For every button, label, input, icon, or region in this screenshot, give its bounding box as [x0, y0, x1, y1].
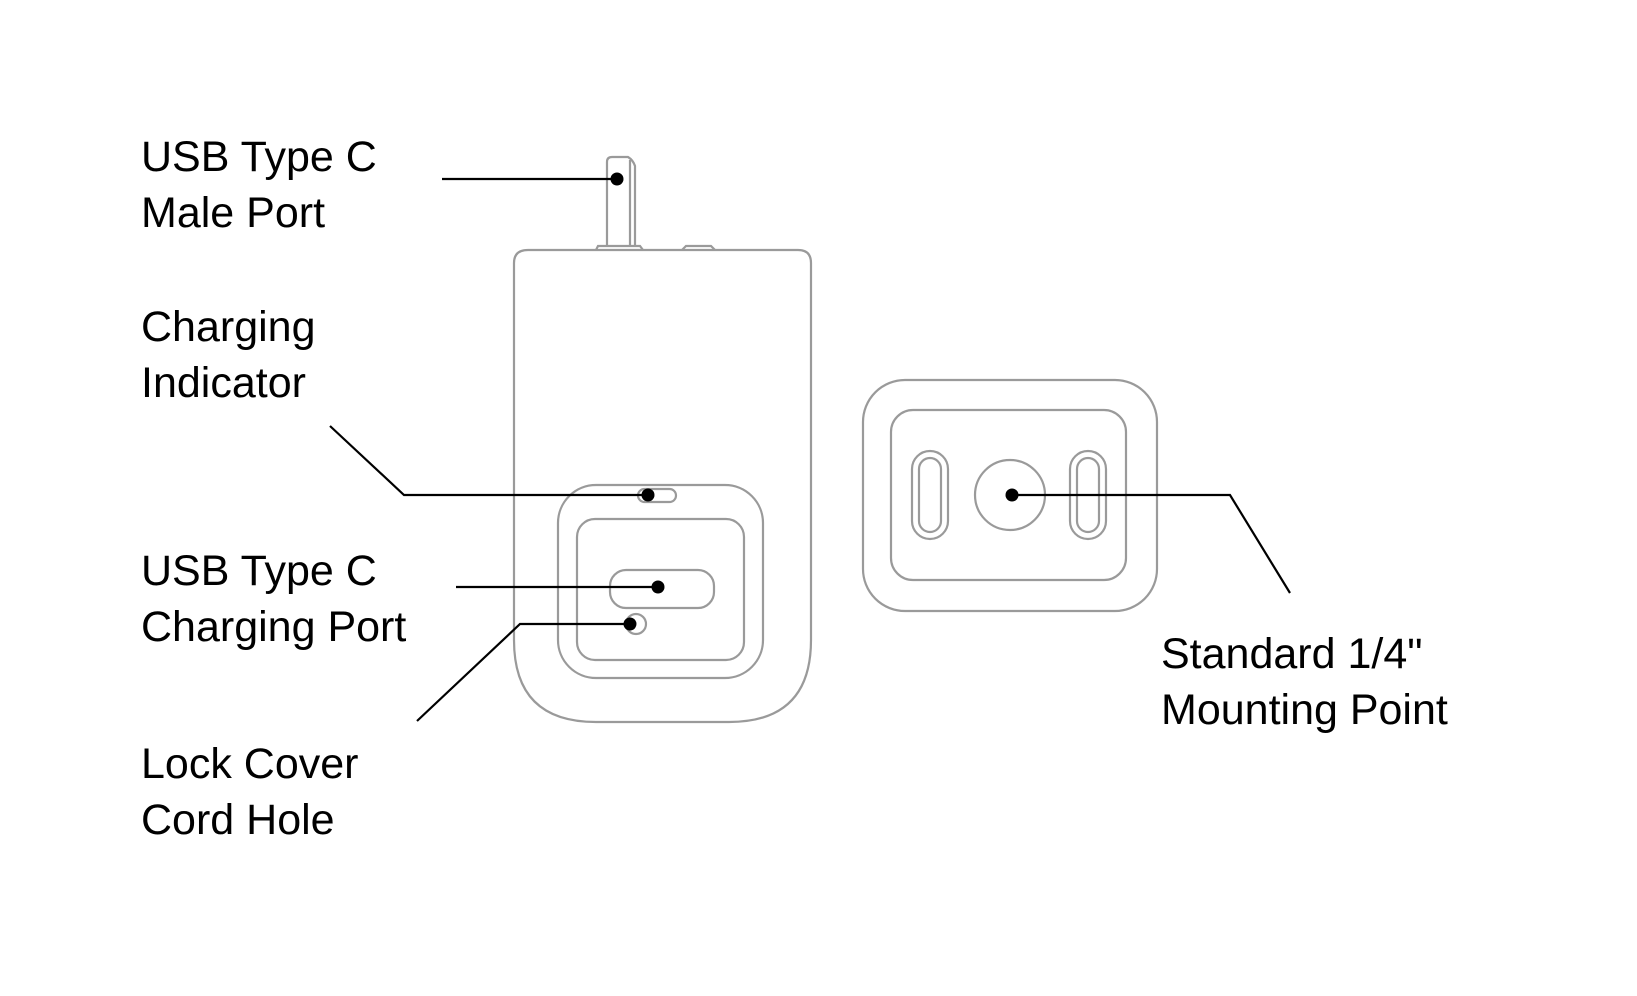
left-slot-inner	[917, 456, 943, 534]
dot-mount-point	[1005, 488, 1019, 502]
dot-usb-male	[610, 172, 624, 186]
device-body	[512, 248, 813, 724]
dot-usb-charging	[651, 580, 665, 594]
label-line: Cord Hole	[141, 796, 335, 844]
label-line: USB Type C	[141, 547, 377, 595]
left-slot-outer	[910, 449, 950, 541]
connector-base	[595, 244, 644, 251]
label-line: Standard 1/4"	[1161, 630, 1423, 678]
leader-mount-point	[1012, 493, 1291, 594]
device-front-view	[512, 155, 813, 724]
label-line: Indicator	[141, 359, 306, 407]
leader-lock-cover	[416, 622, 630, 722]
cover-outer	[556, 483, 765, 680]
usb-male-connector	[605, 155, 637, 246]
usb-c-charging-port	[608, 568, 716, 610]
label-line: Charging Port	[141, 603, 407, 651]
leader-lines	[329, 172, 1291, 722]
label-line: USB Type C	[141, 133, 377, 181]
label-line: Lock Cover	[141, 740, 359, 788]
dot-charging-indicator	[641, 488, 655, 502]
label-line: Male Port	[141, 189, 326, 237]
label-charging-indicator: Charging Indicator	[141, 299, 316, 411]
label-line: Charging	[141, 303, 316, 351]
label-usb-charging-port: USB Type C Charging Port	[141, 543, 406, 655]
leader-charging-indicator	[329, 425, 648, 497]
label-usb-male-port: USB Type C Male Port	[141, 129, 377, 241]
label-lock-cover-cord-hole: Lock Cover Cord Hole	[141, 736, 358, 848]
dot-lock-cover	[623, 617, 637, 631]
cover-inner	[575, 517, 746, 662]
label-line: Mounting Point	[1161, 686, 1448, 734]
label-mounting-point: Standard 1/4" Mounting Point	[1161, 626, 1448, 738]
top-button	[681, 244, 716, 251]
